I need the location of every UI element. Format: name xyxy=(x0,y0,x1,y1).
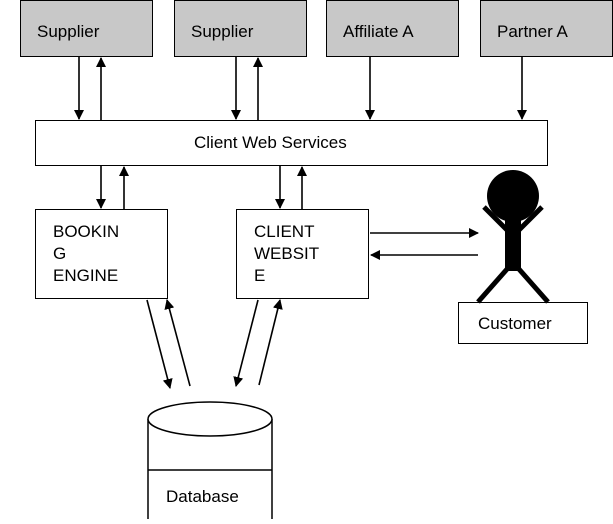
customer-label: Customer xyxy=(478,314,552,333)
database-cylinder-shape xyxy=(147,401,273,519)
booking-engine-line-3: ENGINE xyxy=(53,266,119,285)
affiliate-a-label: Affiliate A xyxy=(343,22,414,41)
supplier-1-label: Supplier xyxy=(37,22,100,41)
booking-engine-box: BOOKIN G ENGINE xyxy=(35,209,168,299)
affiliate-a-box: Affiliate A xyxy=(326,0,459,57)
client-website-line-2: WEBSIT xyxy=(254,244,320,263)
booking-engine-line-2: G xyxy=(53,244,67,263)
database-cylinder: Database xyxy=(147,400,273,519)
client-website-line-3: E xyxy=(254,266,266,285)
client-website-box: CLIENT WEBSIT E xyxy=(236,209,369,299)
booking-engine-line-1: BOOKIN xyxy=(53,222,120,241)
customer-figure-icon xyxy=(476,170,550,304)
arrow-db-to-booking xyxy=(164,299,191,387)
supplier-2-box: Supplier xyxy=(174,0,307,57)
client-web-services-label: Client Web Services xyxy=(194,133,347,152)
partner-a-label: Partner A xyxy=(497,22,568,41)
supplier-1-box: Supplier xyxy=(20,0,153,57)
partner-a-box: Partner A xyxy=(480,0,613,57)
supplier-2-label: Supplier xyxy=(191,22,254,41)
database-label: Database xyxy=(166,487,239,506)
arrow-booking-to-db xyxy=(146,299,173,389)
customer-box: Customer xyxy=(458,302,588,344)
client-web-services-box: Client Web Services xyxy=(35,120,548,166)
arrow-website-to-db xyxy=(233,299,259,387)
client-website-line-1: CLIENT xyxy=(254,222,315,241)
arrow-db-to-website xyxy=(258,299,283,386)
